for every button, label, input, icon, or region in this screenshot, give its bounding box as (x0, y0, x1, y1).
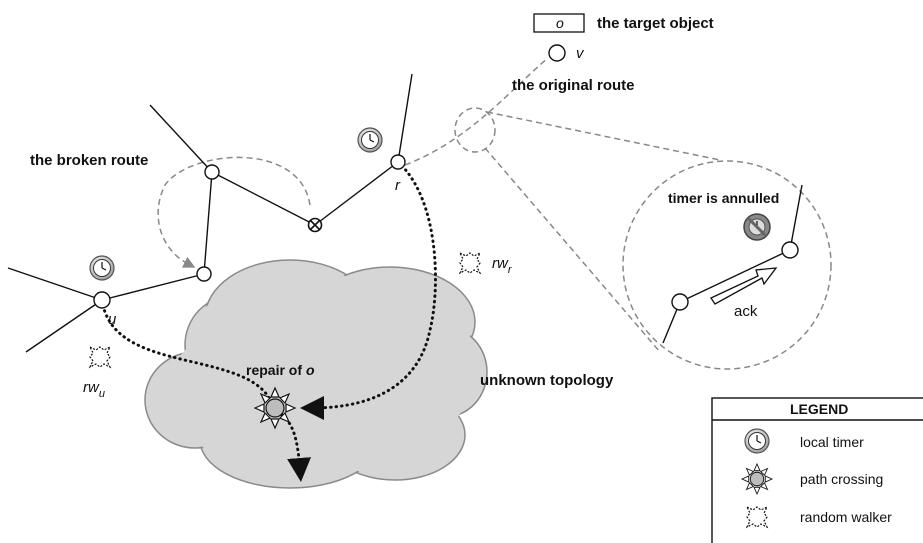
legend-item-label: random walker (800, 509, 892, 525)
network-edges (7, 73, 413, 353)
walker-u-label: rwu (83, 379, 105, 400)
unknown-topology-label: unknown topology (480, 372, 614, 389)
sun-icon (254, 387, 296, 429)
legend-item-label: local timer (800, 434, 864, 450)
dotted-path-from-r (300, 160, 437, 420)
broken-route-detour (157, 156, 311, 268)
node-r-label: r (395, 177, 401, 194)
random-walker-icon (459, 252, 481, 274)
target-object-label: the target object (597, 15, 714, 32)
network-nodes (93, 44, 566, 309)
ack-label: ack (734, 303, 758, 320)
ack-arrow (710, 267, 778, 305)
clock-icon (357, 127, 383, 153)
random-walker-icon (746, 506, 768, 528)
original-route-label: the original route (512, 77, 635, 94)
target-object-box (533, 13, 585, 33)
timer-annulled-label: timer is annulled (668, 190, 779, 206)
dotted-path-from-u (100, 298, 275, 410)
clock-icon (744, 428, 770, 454)
zoom-callout (454, 107, 832, 370)
node-v-label: v (576, 45, 585, 62)
clock-icon (89, 255, 115, 281)
broken-route-label: the broken route (30, 152, 148, 169)
target-object-symbol: o (556, 15, 564, 31)
legend-title: LEGEND (790, 401, 848, 417)
random-walker-icon (89, 346, 111, 368)
annulled-timer-icon (743, 213, 771, 241)
sun-icon (741, 463, 773, 495)
walker-r-label: rwr (492, 255, 513, 276)
unknown-topology-cloud (144, 259, 488, 489)
original-route-curve (404, 57, 549, 166)
broken-node-icon (307, 217, 323, 233)
node-u-label: u (108, 311, 117, 328)
legend: LEGEND local timer path crossing random … (711, 397, 923, 543)
legend-item-label: path crossing (800, 471, 883, 487)
